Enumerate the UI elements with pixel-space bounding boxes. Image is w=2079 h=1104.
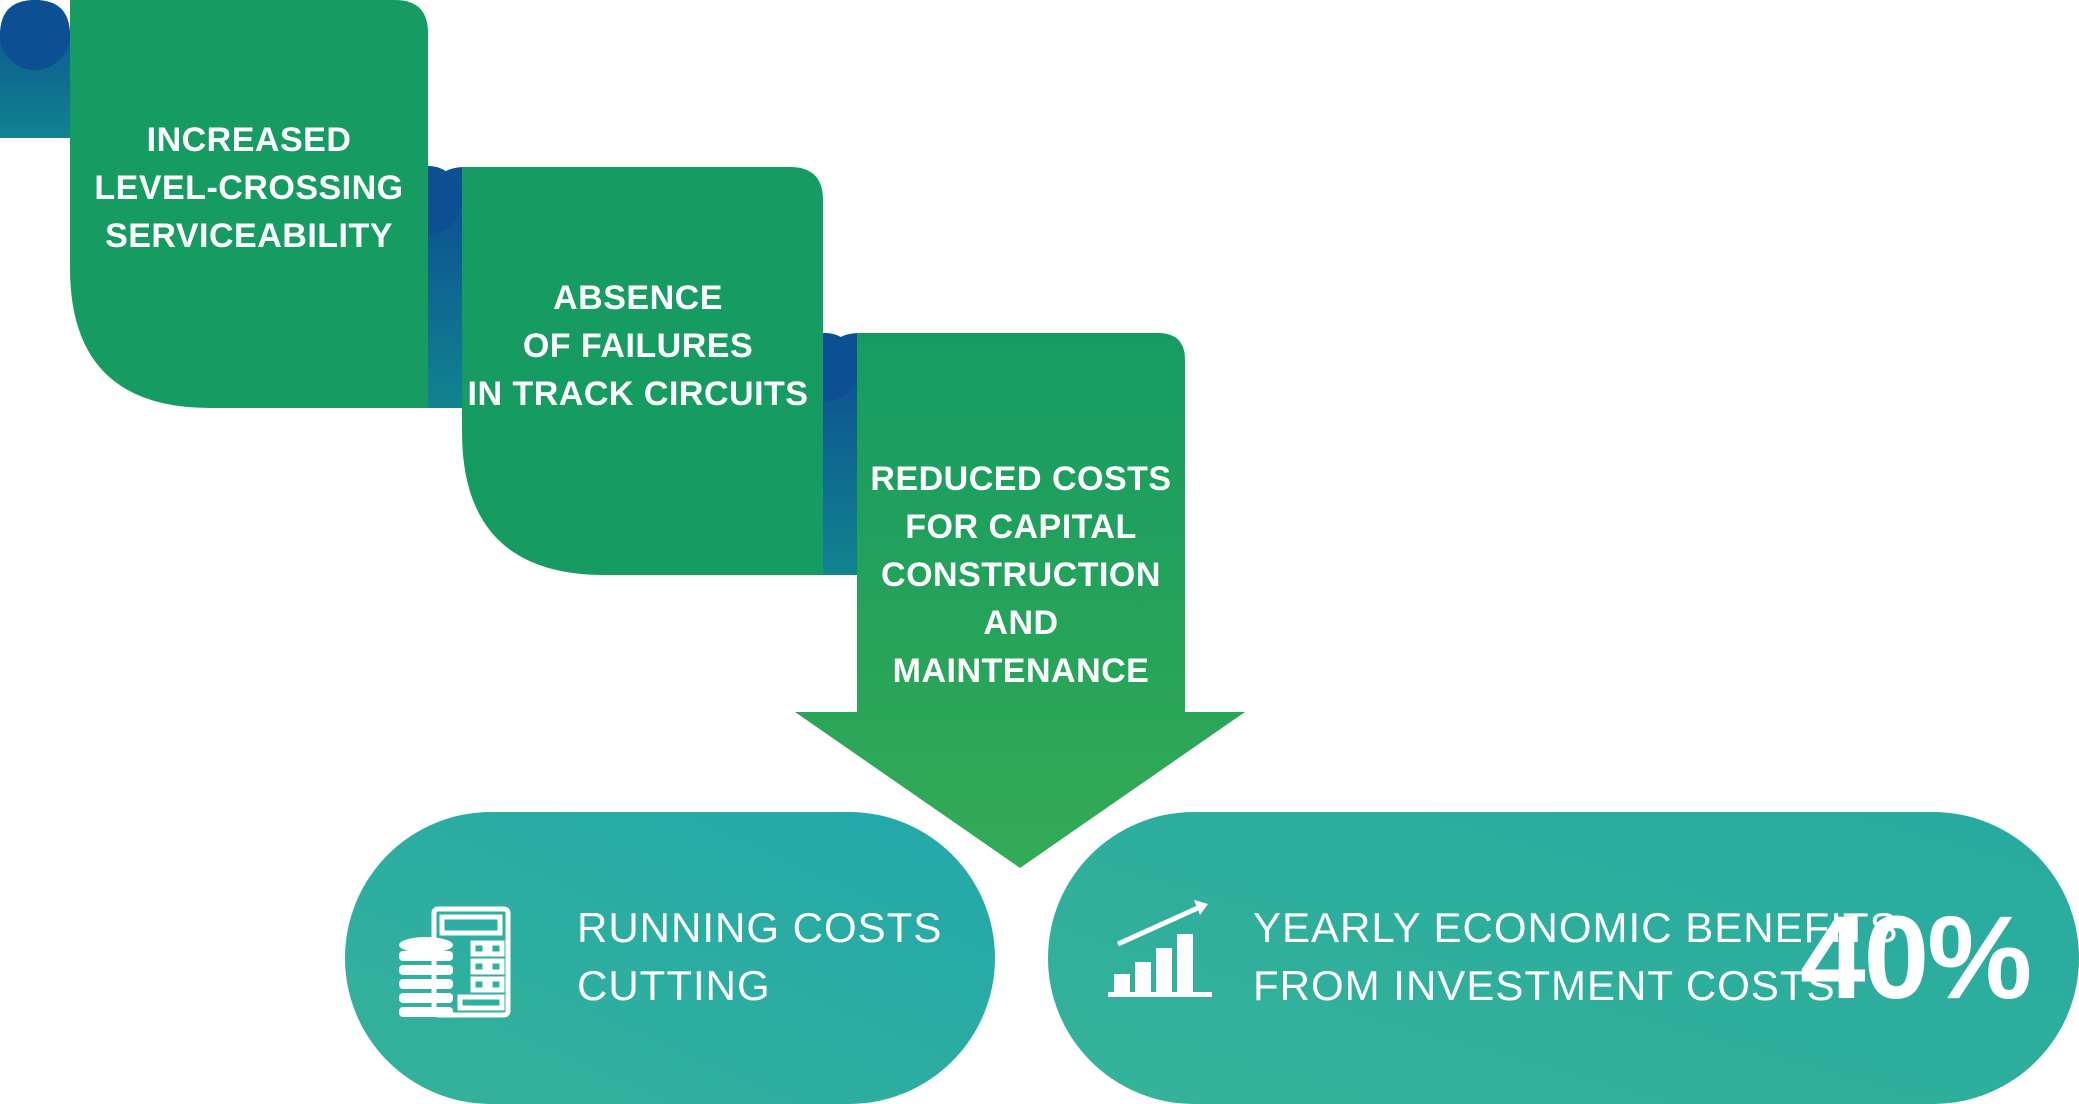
step-1-label: INCREASED LEVEL-CROSSING SERVICEABILITY <box>70 116 428 260</box>
yearly-benefits-line-1: YEARLY ECONOMIC BENEFITS <box>1253 904 1899 951</box>
step-3-arrow <box>795 333 1245 868</box>
step-2-box <box>462 167 823 575</box>
calculator-coins-icon <box>399 906 511 1018</box>
step-3-line-1: REDUCED COSTS <box>870 460 1172 498</box>
yearly-benefits-line-2: FROM INVESTMENT COSTS <box>1253 962 1836 1009</box>
running-costs-line-1: RUNNING COSTS <box>577 904 943 951</box>
pill-running-bg <box>345 812 995 1104</box>
step-3-label: REDUCED COSTS FOR CAPITAL CONSTRUCTION A… <box>857 455 1185 695</box>
benefit-percentage: 40% <box>1800 892 2032 1024</box>
step-3-line-3: CONSTRUCTION <box>881 556 1161 594</box>
step-2-line-3: IN TRACK CIRCUITS <box>467 375 809 413</box>
step-1-line-1: INCREASED <box>146 121 352 159</box>
growth-chart-icon <box>1108 900 1212 997</box>
step-2-line-1: ABSENCE <box>553 279 723 317</box>
step-2-line-2: OF FAILURES <box>522 327 754 365</box>
step-3-line-4: AND MAINTENANCE <box>892 604 1150 690</box>
pill-yearly-bg <box>1048 812 2079 1104</box>
running-costs-label: RUNNING COSTS CUTTING <box>577 899 942 1015</box>
step-1-line-2: LEVEL-CROSSING <box>94 169 404 207</box>
step-2-label: ABSENCE OF FAILURES IN TRACK CIRCUITS <box>462 274 814 418</box>
step-3-line-2: FOR CAPITAL <box>905 508 1137 546</box>
ribbon-1-cap <box>0 0 70 70</box>
running-costs-line-2: CUTTING <box>577 962 771 1009</box>
step-1-box <box>70 0 428 408</box>
yearly-benefits-label: YEARLY ECONOMIC BENEFITS FROM INVESTMENT… <box>1253 899 1899 1015</box>
step-1-line-3: SERVICEABILITY <box>105 217 393 255</box>
